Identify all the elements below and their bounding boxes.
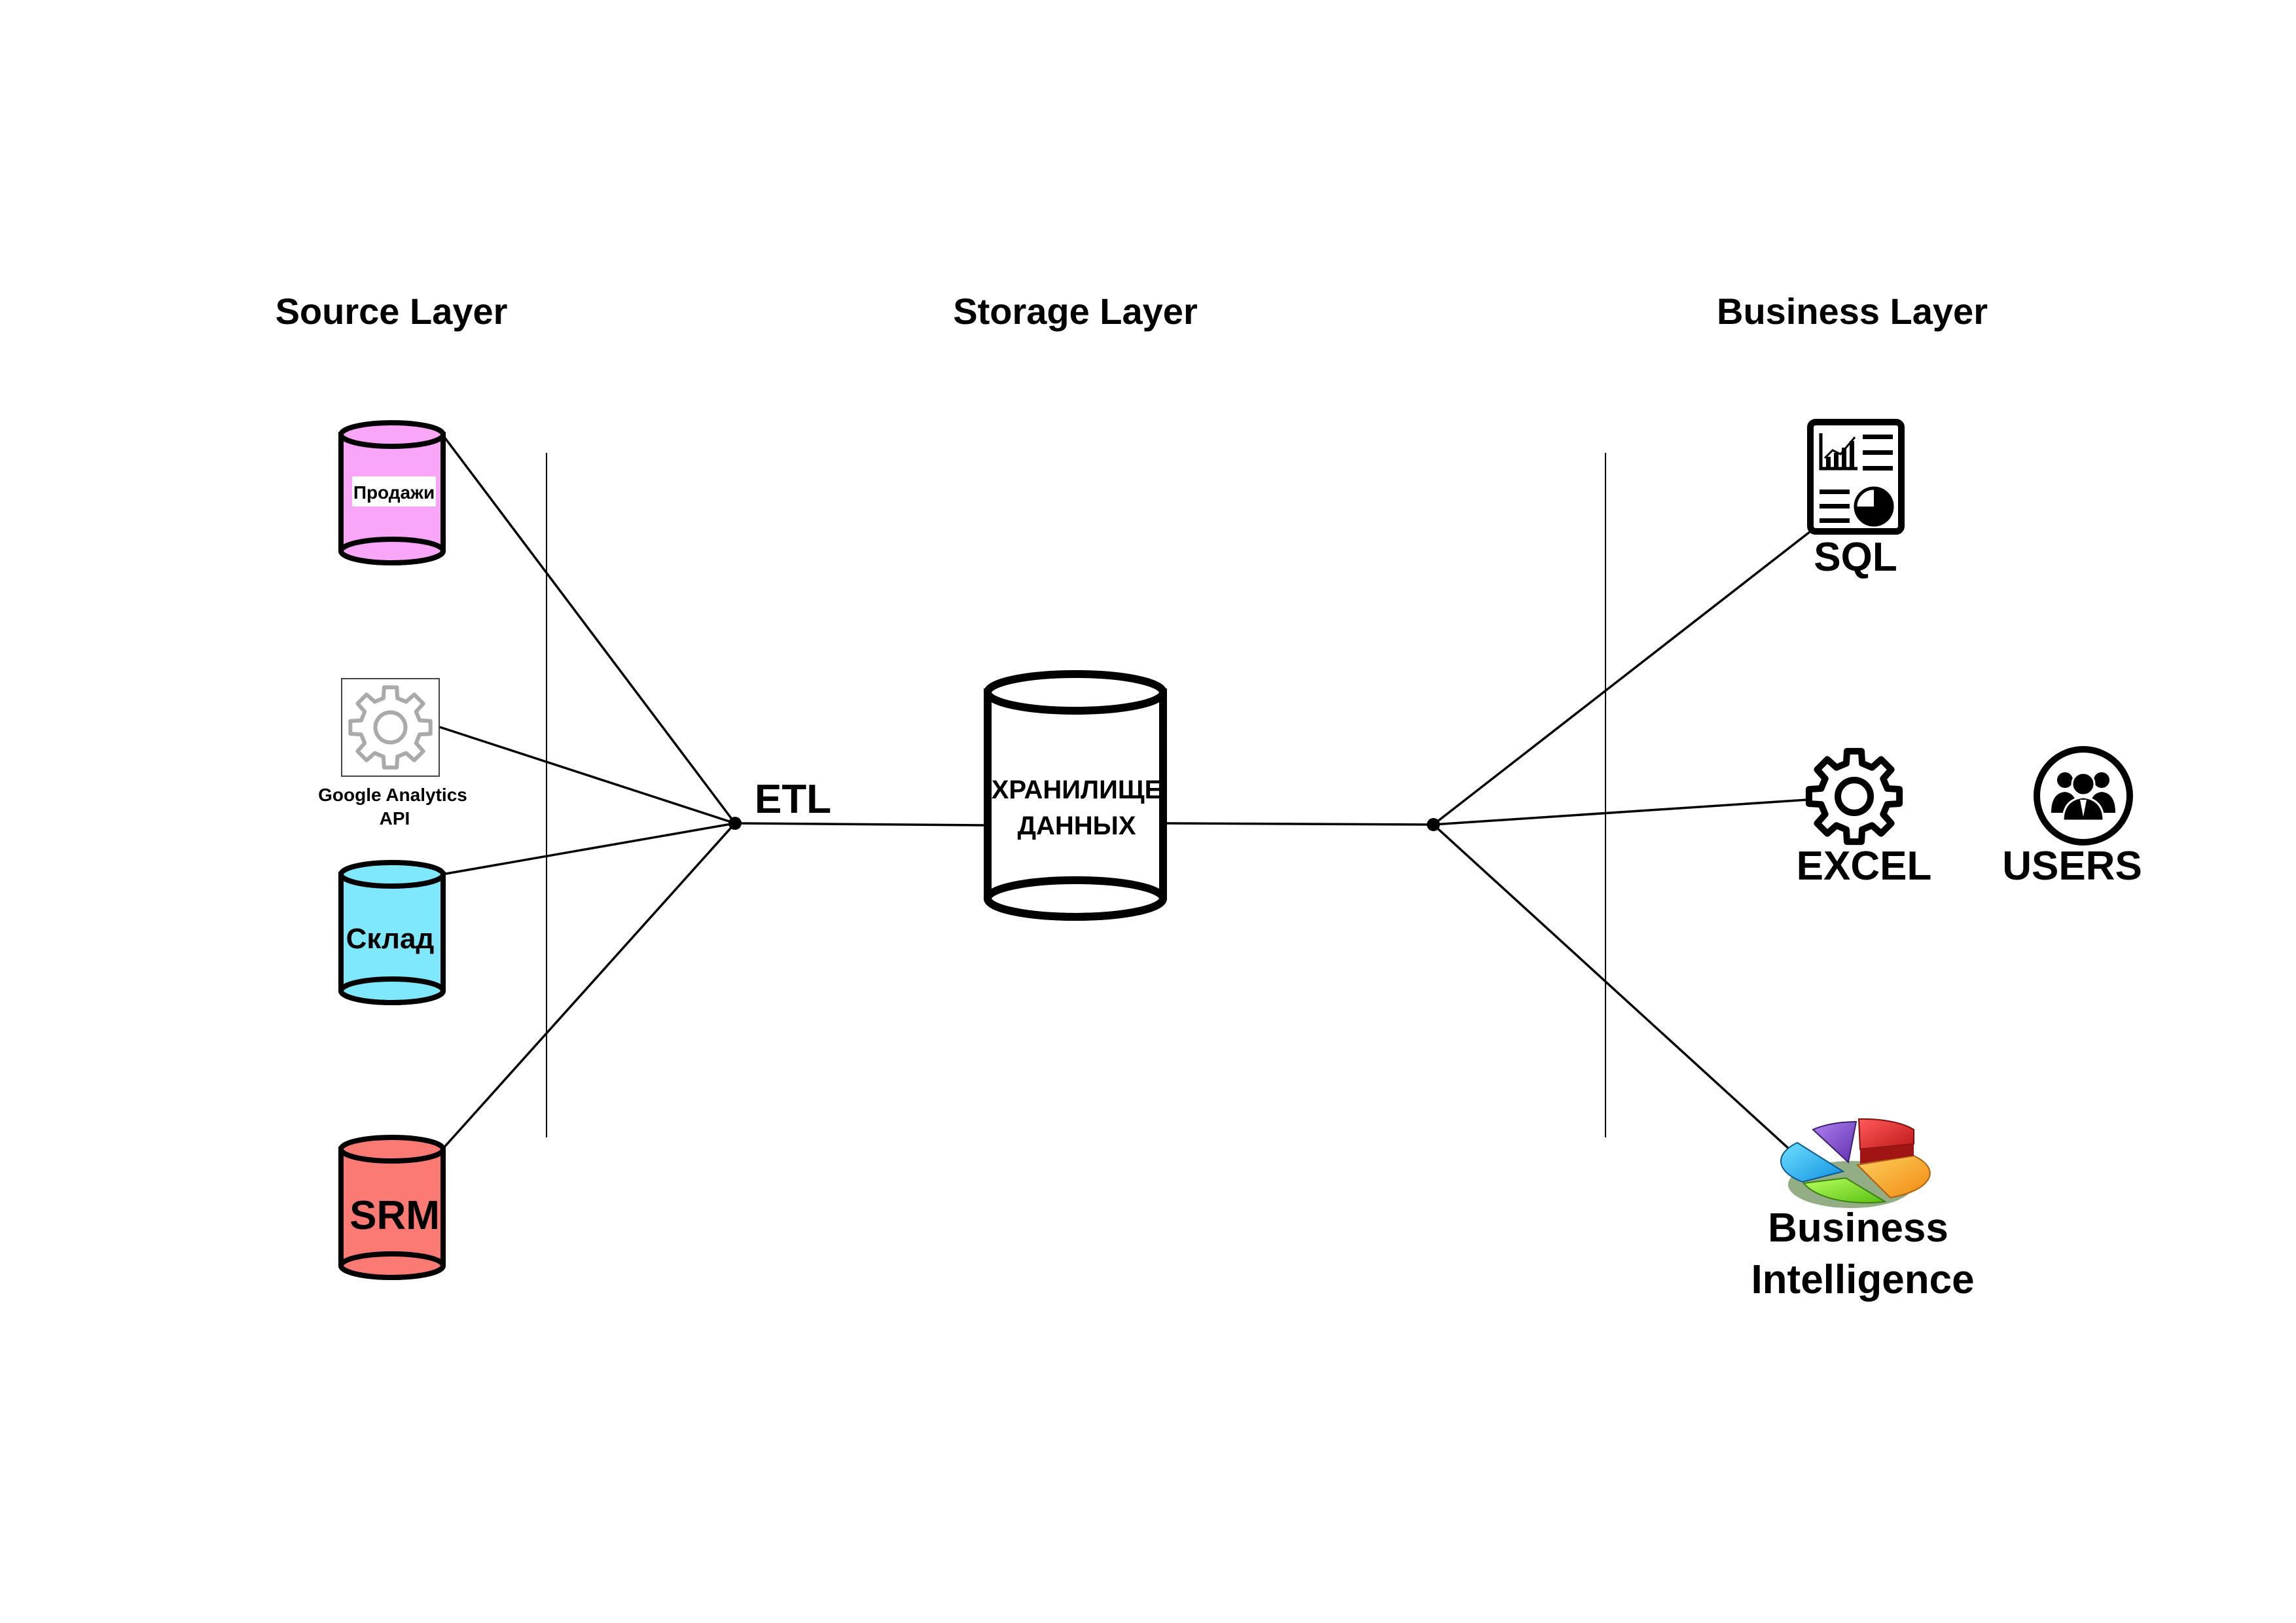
edge-ga-etl xyxy=(439,726,736,825)
business-junction-dot xyxy=(1427,818,1440,831)
gear-teeth xyxy=(348,685,433,770)
business-layer-title: Business Layer xyxy=(1717,291,1988,332)
sql-label: SQL xyxy=(1814,535,1897,580)
report-document-icon xyxy=(1807,419,1905,535)
srm-cylinder-top xyxy=(338,1135,446,1164)
users-label: USERS xyxy=(2002,844,2142,889)
google-analytics-api[interactable]: Google Analytics API xyxy=(318,678,467,829)
etl-junction-dot xyxy=(728,817,742,830)
edge-etl-storage xyxy=(734,822,986,827)
sales-label-bg xyxy=(352,476,436,507)
users-group[interactable]: USERS xyxy=(2002,746,2142,889)
ga-label-line2: API xyxy=(380,808,410,829)
bi-label-line1: Business xyxy=(1768,1205,1948,1251)
sales-cylinder-bottom xyxy=(338,537,446,565)
edge-hub-bi xyxy=(1432,823,1799,1158)
gear-teeth xyxy=(1805,747,1903,846)
sales-database[interactable]: Продажи xyxy=(338,420,446,565)
pie-chart-icon xyxy=(1780,1118,1931,1208)
connection-edges xyxy=(439,433,1812,1158)
gear-hole xyxy=(1835,777,1874,816)
edge-hub-excel xyxy=(1433,798,1808,826)
business-intelligence[interactable]: Business Intelligence xyxy=(1751,1118,1975,1302)
gear-hole xyxy=(373,710,408,745)
storage-label-line2: ДАННЫХ xyxy=(1018,812,1136,840)
sales-label: Продажи xyxy=(353,482,435,503)
source-layer-title: Source Layer xyxy=(276,291,508,332)
edge-sales-etl xyxy=(441,433,736,825)
warehouse-cylinder-top xyxy=(338,860,446,889)
data-warehouse-storage[interactable]: ХРАНИЛИЩЕ ДАННЫХ xyxy=(984,670,1167,921)
storage-label-line1: ХРАНИЛИЩЕ xyxy=(992,776,1162,804)
ga-icon-frame xyxy=(341,678,440,777)
storage-layer-title: Storage Layer xyxy=(953,291,1198,332)
warehouse-cylinder-bottom xyxy=(338,976,446,1005)
edge-storage-hub xyxy=(1166,822,1434,826)
srm-label: SRM xyxy=(350,1193,440,1238)
srm-database[interactable]: SRM xyxy=(338,1135,446,1280)
excel-label: EXCEL xyxy=(1797,844,1932,889)
warehouse-database[interactable]: Склад xyxy=(338,860,446,1005)
bi-label-line2: Intelligence xyxy=(1751,1257,1974,1302)
excel-tool[interactable]: EXCEL xyxy=(1797,747,1932,889)
srm-cylinder-bottom xyxy=(338,1251,446,1280)
sales-cylinder-top xyxy=(338,420,446,449)
storage-cylinder-bottom xyxy=(984,876,1167,921)
edge-hub-sql xyxy=(1432,530,1812,826)
gear-icon xyxy=(1805,747,1903,846)
edge-warehouse-etl xyxy=(442,822,736,876)
storage-cylinder-top xyxy=(984,670,1167,715)
etl-label: ETL xyxy=(755,777,831,822)
users-group-icon xyxy=(2034,746,2133,846)
edge-srm-etl xyxy=(441,822,736,1150)
sql-report[interactable]: SQL xyxy=(1807,419,1905,580)
ga-label-line1: Google Analytics xyxy=(318,785,467,805)
warehouse-label: Склад xyxy=(346,923,435,955)
gear-icon xyxy=(348,685,433,770)
